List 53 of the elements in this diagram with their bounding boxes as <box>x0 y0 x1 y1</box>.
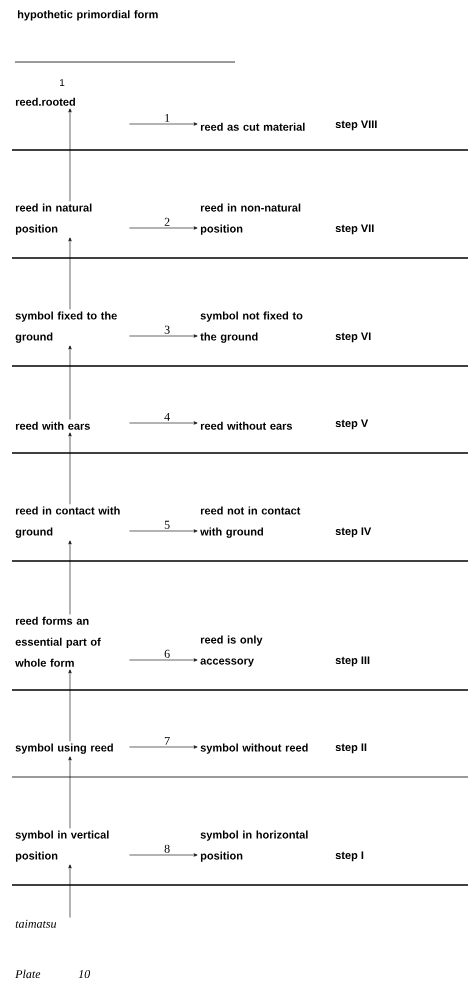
plate-label: Plate <box>15 969 41 979</box>
step-label: step VII <box>335 224 374 235</box>
arrow <box>68 756 72 829</box>
arrow <box>129 421 198 425</box>
property-text: reed in contact with ground <box>15 506 120 538</box>
footnote-number: 1 <box>60 79 65 86</box>
edge-label: 7 <box>163 735 172 746</box>
arrow <box>129 122 198 126</box>
property-text: reed in non-natural position <box>200 203 301 235</box>
edge-label: 6 <box>163 648 172 659</box>
property-text: reed forms an essential part of whole form <box>15 616 101 667</box>
property-text: symbol not fixed to the ground <box>200 311 303 343</box>
heading-text: hypothetic primordial form <box>17 10 158 21</box>
edge-label: 1 <box>163 112 172 123</box>
step-label: step III <box>335 656 370 667</box>
arrow <box>68 432 72 505</box>
edge-label: 3 <box>163 324 172 335</box>
step-label: step II <box>335 743 367 754</box>
plate-number: 10 <box>78 970 91 979</box>
step-label: step V <box>335 419 369 430</box>
arrow <box>129 334 198 338</box>
property-text: symbol in vertical position <box>15 830 109 862</box>
edge-label: 8 <box>163 843 172 854</box>
property-text: reed is only accessory <box>200 635 263 667</box>
property-text: symbol without reed <box>200 743 308 754</box>
arrow <box>68 345 72 420</box>
property-text: reed with ears <box>15 421 90 430</box>
property-text: reed.rooted <box>15 97 75 106</box>
arrow <box>68 108 72 202</box>
edge-label: 4 <box>163 411 172 422</box>
edge-label: 5 <box>163 519 172 530</box>
property-text: symbol in horizontal position <box>200 830 308 862</box>
arrow <box>129 745 198 749</box>
property-text: reed as cut material <box>200 122 305 131</box>
step-label: step VIII <box>335 120 377 131</box>
origin-text: taimatsu <box>15 919 57 928</box>
step-label: step IV <box>335 527 372 538</box>
arrow <box>129 853 198 857</box>
step-label: step I <box>335 851 364 862</box>
edge-label: 2 <box>163 216 172 227</box>
property-text: symbol using reed <box>15 743 113 754</box>
property-text: symbol fixed to the ground <box>15 311 117 343</box>
step-label: step VI <box>335 332 371 343</box>
property-text: reed not in contact with ground <box>200 506 301 538</box>
arrow <box>68 864 72 918</box>
arrow <box>68 540 72 615</box>
arrow <box>129 658 198 662</box>
arrow <box>129 529 198 533</box>
property-text: reed in natural position <box>15 203 92 235</box>
arrow <box>68 237 72 310</box>
arrow <box>129 226 198 230</box>
arrow <box>68 669 72 742</box>
property-text: reed without ears <box>200 421 293 430</box>
